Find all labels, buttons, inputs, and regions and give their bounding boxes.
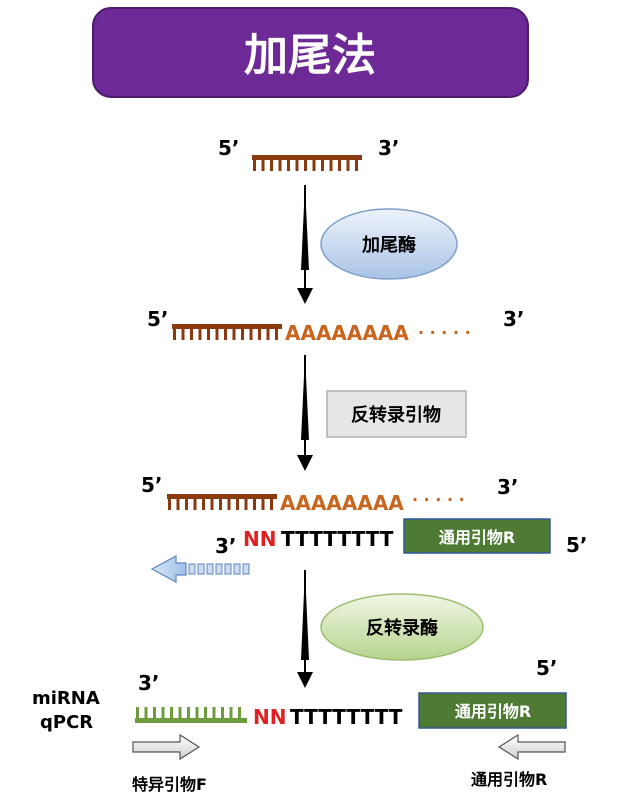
label-3prime-row1: 3’ (378, 136, 400, 160)
method-label-line2: qPCR (40, 712, 93, 733)
extension-arrow-icon (150, 554, 250, 584)
mirna-strand-row3 (167, 494, 277, 510)
mirna-strand-row1 (252, 155, 362, 171)
title-banner: 加尾法 (92, 7, 529, 98)
method-label-line1: miRNA (32, 688, 100, 709)
polyA-tail-row2: AAAAAAAA (285, 321, 409, 345)
specific-primer-f-label: 特异引物F (132, 775, 207, 794)
polyA-tail-row3: AAAAAAAA (280, 491, 404, 515)
label-5prime-row1: 5’ (218, 136, 240, 160)
label-5prime-row4: 5’ (536, 656, 558, 680)
rt-enzyme-ellipse: 反转录酶 (320, 593, 484, 661)
tail-dots-row2: · · · · · (418, 323, 471, 342)
mirna-strand-row2 (172, 324, 282, 340)
universal-primer-label-row3: 通用引物R (439, 528, 515, 547)
tailing-enzyme-label: 加尾酶 (361, 234, 416, 256)
polyT-row4: TTTTTTTT (290, 705, 403, 729)
label-3prime-row4: 3’ (138, 671, 160, 695)
down-arrow-3 (297, 570, 313, 688)
forward-primer-arrow-icon (132, 733, 201, 761)
polyT-row3: TTTTTTTT (281, 527, 394, 551)
tail-dots-row3: · · · · · (412, 490, 465, 509)
label-3prime-row2: 3’ (503, 307, 525, 331)
down-arrow-1 (297, 185, 313, 304)
nn-bases-row4: NN (253, 705, 286, 729)
universal-primer-r-label: 通用引物R (471, 770, 547, 789)
universal-primer-label-row4: 通用引物R (455, 702, 531, 721)
tailing-enzyme-ellipse: 加尾酶 (320, 208, 458, 280)
label-5prime-row3b: 5’ (566, 533, 588, 557)
nn-bases-row3: NN (243, 527, 276, 551)
rt-primer-box: 反转录引物 (326, 390, 467, 438)
down-arrow-2 (297, 355, 313, 471)
label-3prime-row3a: 3’ (497, 475, 519, 499)
label-3prime-row3b: 3’ (215, 534, 237, 558)
page-title: 加尾法 (244, 30, 376, 81)
label-5prime-row3: 5’ (141, 473, 163, 497)
universal-primer-box-row3: 通用引物R (403, 518, 551, 554)
cdna-strand-row4 (135, 707, 247, 723)
reverse-primer-arrow-icon (497, 733, 566, 761)
universal-primer-box-row4: 通用引物R (418, 692, 567, 729)
rt-enzyme-label: 反转录酶 (366, 617, 438, 639)
rt-primer-label: 反转录引物 (351, 404, 441, 426)
label-5prime-row2: 5’ (147, 307, 169, 331)
